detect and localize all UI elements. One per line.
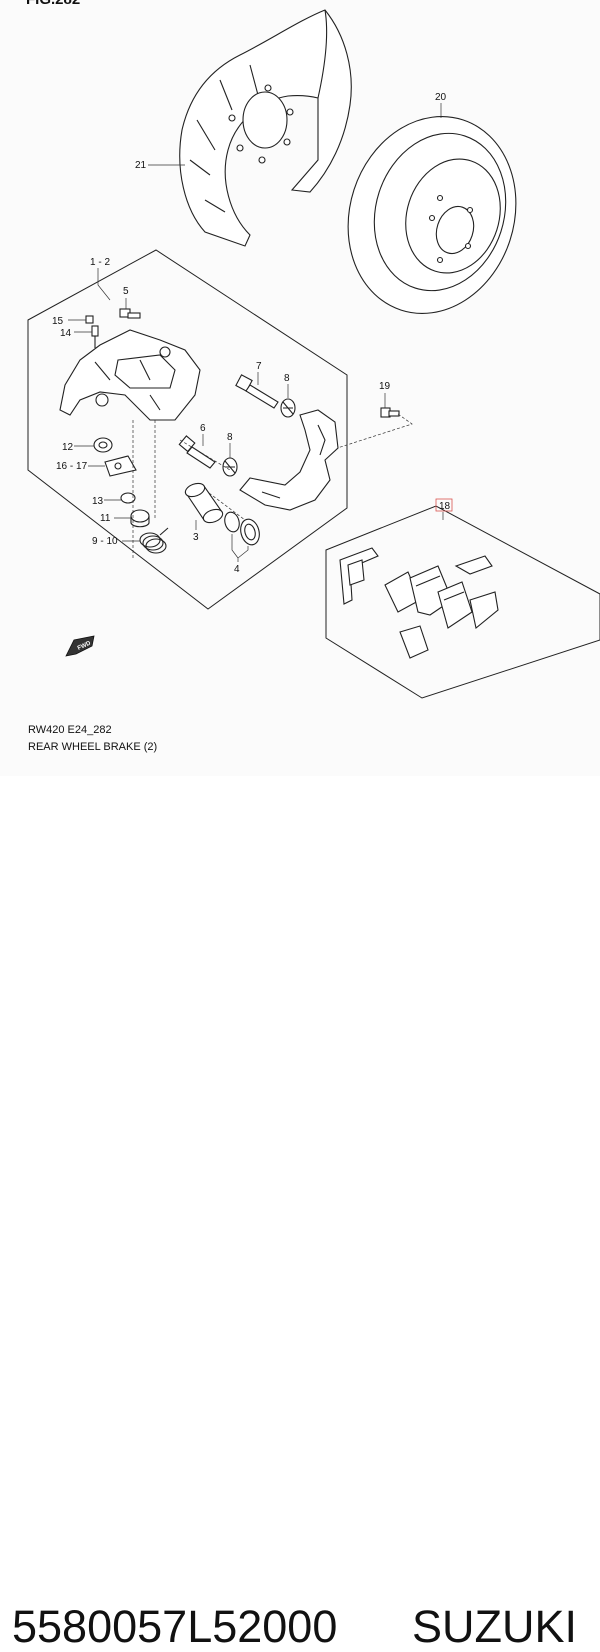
pad-clips <box>339 547 499 659</box>
callout-11: 11 <box>100 513 111 524</box>
brake-disc-part-20 <box>347 116 517 314</box>
callout-20: 20 <box>435 92 447 103</box>
caliper-bracket <box>239 409 339 511</box>
bolt-part-19 <box>380 407 400 418</box>
piston-part-3 <box>184 482 224 524</box>
exploded-view: 21 20 1 - 2 5 <box>27 9 600 699</box>
spring-part-9-10 <box>139 527 169 554</box>
assembly-lines-center <box>179 439 246 521</box>
brand-name: SUZUKI <box>412 1601 578 1652</box>
guide-pin-part-6 <box>178 435 216 469</box>
bolt-part-5 <box>119 308 141 319</box>
callout-4: 4 <box>234 564 240 575</box>
callout-5: 5 <box>123 286 129 297</box>
callout-1-2: 1 - 2 <box>90 257 110 268</box>
caliper-assembly-box <box>27 249 348 610</box>
callout-18-highlight <box>435 498 453 512</box>
bushing-part-12 <box>93 437 113 453</box>
diagram-caption: REAR WHEEL BRAKE (2) <box>28 741 158 753</box>
callout-8-upper: 8 <box>284 373 290 384</box>
callout-18: 18 <box>439 501 451 512</box>
figure-title: FIG.282 <box>26 0 80 8</box>
parts-diagram: 21 20 1 - 2 5 <box>0 0 600 776</box>
callout-16-17: 16 - 17 <box>56 461 88 472</box>
product-footer: 5580057L52000 SUZUKI <box>0 776 600 1649</box>
callout-21: 21 <box>135 160 147 171</box>
boot-part-8-upper <box>280 398 296 418</box>
callout-14: 14 <box>60 328 72 339</box>
lever-part-16-17 <box>104 455 137 477</box>
callout-7: 7 <box>256 361 262 372</box>
caliper-body <box>59 329 201 421</box>
leader-1-2 <box>97 268 111 301</box>
dash-19 <box>324 413 413 453</box>
callout-12: 12 <box>62 442 74 453</box>
callout-6: 6 <box>200 423 206 434</box>
bleeder-cap-part-15 <box>85 315 94 324</box>
dust-shield-part-21 <box>179 9 352 247</box>
guide-pin-part-7 <box>235 374 279 409</box>
part-number: 5580057L52000 <box>12 1601 338 1652</box>
callout-19: 19 <box>379 381 391 392</box>
bleeder-screw-part-14 <box>91 325 99 348</box>
callout-13: 13 <box>92 496 104 507</box>
leader-4 <box>231 534 249 562</box>
callout-8-lower: 8 <box>227 432 233 443</box>
brake-pads <box>384 565 473 629</box>
callout-9-10: 9 - 10 <box>92 536 118 547</box>
callout-15: 15 <box>52 316 64 327</box>
collar-part-11 <box>130 509 150 528</box>
callout-3: 3 <box>193 532 199 543</box>
assembly-lines-left <box>132 420 156 560</box>
seal-kit-part-4 <box>224 511 260 546</box>
nut-part-13 <box>120 492 136 504</box>
forward-arrow-icon: FWD <box>65 635 95 657</box>
fwd-label: FWD <box>77 640 93 651</box>
diagram-code: RW420 E24_282 <box>28 724 112 736</box>
